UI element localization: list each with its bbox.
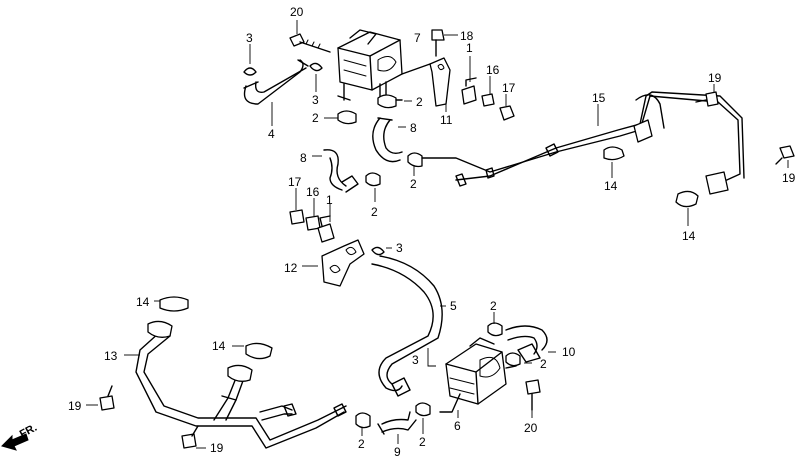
hose-9 — [377, 411, 417, 435]
callout-3-c: 3 — [396, 241, 403, 255]
callout-2-e: 2 — [490, 299, 497, 313]
clamp-2-g — [355, 412, 371, 429]
bolt-20-lower — [525, 379, 541, 411]
callout-13: 13 — [104, 349, 118, 363]
bolt-19-tr — [695, 91, 719, 107]
hose-5 — [371, 255, 443, 397]
callout-2-d: 2 — [371, 205, 378, 219]
callout-3-d: 3 — [412, 353, 419, 367]
callout-16-upper: 16 — [486, 63, 500, 77]
pipe-15 — [421, 91, 745, 195]
callout-14-c: 14 — [136, 295, 150, 309]
callout-6: 6 — [454, 419, 461, 433]
callout-10: 10 — [562, 345, 576, 359]
hose-10 — [505, 325, 548, 363]
callout-19-b: 19 — [210, 441, 224, 455]
callout-14-a: 14 — [604, 179, 618, 193]
gasket-14-c — [159, 296, 189, 312]
clip-3-mid — [309, 62, 323, 72]
bolt-18 — [431, 29, 445, 57]
callout-9: 9 — [394, 445, 401, 459]
callout-17-upper: 17 — [502, 81, 516, 95]
grommet-1-upper — [461, 77, 477, 105]
grommet-1-mid — [317, 215, 335, 243]
callout-8-right: 8 — [410, 121, 417, 135]
callout-5: 5 — [450, 299, 457, 313]
clip-3-upper — [243, 67, 257, 76]
bolt-19-r — [775, 145, 795, 165]
callout-labels: 20 7 18 3 3 4 1 16 17 2 2 8 8 11 15 19 1… — [18, 5, 796, 459]
nut-17-upper — [499, 105, 515, 121]
control-valve-upper — [337, 29, 403, 101]
clamp-2-f — [505, 352, 521, 367]
front-direction-arrow — [1, 433, 29, 451]
callout-18: 18 — [460, 29, 474, 43]
clamp-2-d — [365, 172, 381, 187]
nut-17-mid — [289, 209, 305, 225]
callout-2-b: 2 — [312, 111, 319, 125]
callout-3-upper: 3 — [246, 31, 253, 45]
callout-7: 7 — [414, 31, 421, 45]
clamp-2-e — [487, 322, 503, 337]
hose-8-right — [372, 117, 403, 163]
callout-11: 11 — [440, 113, 453, 127]
clamp-2-c — [407, 152, 423, 168]
callout-2-a: 2 — [416, 95, 423, 109]
callout-2-c: 2 — [410, 177, 417, 191]
hose-8-left — [323, 149, 359, 193]
callout-8-left: 8 — [300, 151, 307, 165]
callout-1-mid: 1 — [326, 193, 333, 207]
clamp-2-b — [337, 110, 357, 125]
collar-16-upper — [481, 93, 495, 107]
clamp-2-h — [415, 402, 431, 417]
callout-2-f: 2 — [540, 357, 547, 371]
callout-1-upper: 1 — [466, 41, 473, 55]
pipe-13 — [135, 320, 347, 449]
gasket-14-d — [245, 342, 273, 360]
callout-19-r: 19 — [782, 171, 796, 185]
bracket-11 — [401, 57, 451, 107]
callout-19-l: 19 — [68, 399, 82, 413]
callout-14-b: 14 — [682, 229, 696, 243]
callout-20-lower: 20 — [524, 421, 538, 435]
bolt-20-upper — [289, 33, 331, 53]
front-direction-label: FR. — [18, 422, 39, 441]
callout-15: 15 — [592, 91, 606, 105]
bolt-19-b — [181, 425, 199, 449]
gasket-14-a — [603, 146, 625, 161]
callout-2-h: 2 — [419, 435, 426, 449]
hose-4 — [243, 59, 309, 105]
control-valve-lower — [439, 337, 517, 413]
clip-3-c — [371, 246, 385, 256]
callout-17-mid: 17 — [288, 175, 302, 189]
callout-2-g: 2 — [358, 437, 365, 451]
callout-14-d: 14 — [212, 339, 226, 353]
gasket-14-b — [675, 190, 699, 208]
callout-16-mid: 16 — [306, 185, 320, 199]
callout-12: 12 — [284, 261, 298, 275]
callout-19-tr: 19 — [708, 71, 722, 85]
bolt-19-l — [99, 385, 115, 411]
callout-20-upper: 20 — [290, 5, 304, 19]
clamp-2-a — [377, 94, 403, 109]
callout-4: 4 — [268, 127, 275, 141]
bracket-12 — [321, 239, 365, 287]
callout-3-mid: 3 — [312, 93, 319, 107]
